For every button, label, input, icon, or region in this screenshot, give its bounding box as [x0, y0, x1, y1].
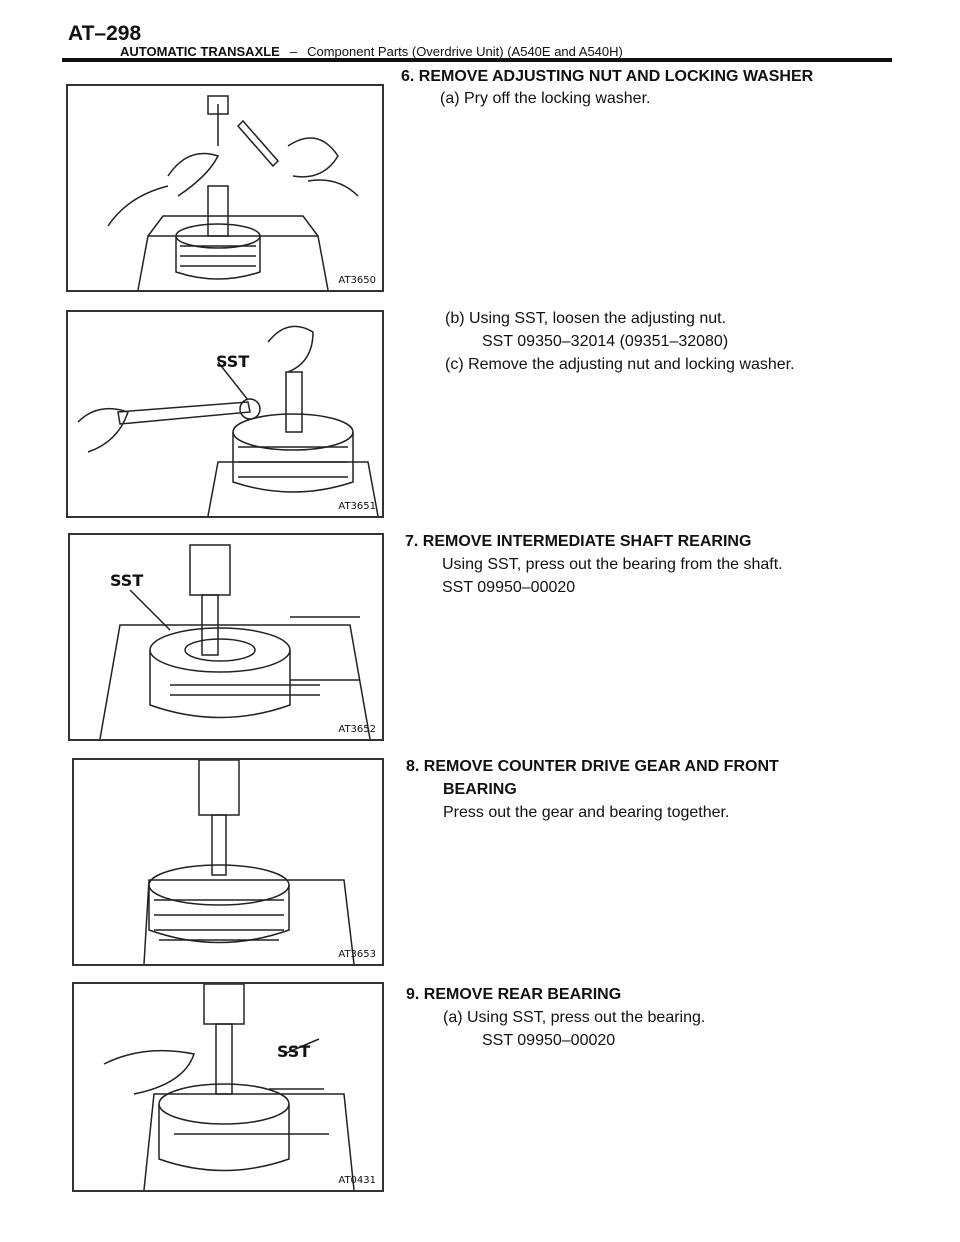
step-9a-text: (a) Using SST, press out the bearing.	[443, 1009, 706, 1026]
section-title: AUTOMATIC TRANSAXLE	[120, 44, 280, 59]
sst-label: SST	[110, 571, 144, 590]
step-6a-text: (a) Pry off the locking washer.	[440, 90, 651, 107]
step-6-heading: 6. REMOVE ADJUSTING NUT AND LOCKING WASH…	[401, 68, 814, 85]
illustration-hammer-chisel	[107, 95, 359, 290]
sst-label: SST	[216, 352, 250, 371]
section-subtitle: Component Parts (Overdrive Unit) (A540E …	[307, 44, 623, 59]
step-7-heading: 7. REMOVE INTERMEDIATE SHAFT REARING	[405, 533, 752, 550]
step-8-heading: 8. REMOVE COUNTER DRIVE GEAR AND FRONT	[406, 758, 779, 775]
illustration-wrench-sst	[77, 325, 379, 516]
figure-code: AT3653	[338, 949, 376, 960]
step-7-sst: SST 09950–00020	[442, 579, 576, 596]
step-9-heading: 9. REMOVE REAR BEARING	[406, 986, 622, 1003]
figure-code: AT0431	[338, 1175, 376, 1186]
figure-code: AT3651	[338, 501, 376, 512]
header-separator: –	[289, 44, 298, 59]
illustration-press-gear	[143, 760, 355, 964]
illustration-press-rear-bearing	[103, 984, 355, 1190]
illustration-press-sst	[99, 544, 371, 739]
step-6b-sst: SST 09350–32014 (09351–32080)	[482, 333, 729, 350]
figure-code: AT3650	[338, 275, 376, 286]
figure-press-counter-drive-gear: AT3653	[72, 758, 384, 966]
running-header: AUTOMATIC TRANSAXLE–Component Parts (Ove…	[120, 44, 623, 59]
figure-code: AT3652	[338, 724, 376, 735]
step-9a-sst: SST 09950–00020	[482, 1032, 616, 1049]
step-8-text: Press out the gear and bearing together.	[443, 804, 730, 821]
figure-loosen-adjusting-nut: SST AT3651	[66, 310, 384, 518]
step-6b-text: (b) Using SST, loosen the adjusting nut.	[445, 310, 727, 327]
figure-press-rear-bearing: SST AT0431	[72, 982, 384, 1192]
step-7-text: Using SST, press out the bearing from th…	[442, 556, 783, 573]
page-number: AT–298	[68, 22, 142, 45]
step-8-heading-cont: BEARING	[443, 781, 517, 798]
figure-pry-locking-washer: AT3650	[66, 84, 384, 292]
figure-press-intermediate-bearing: SST AT3652	[68, 533, 384, 741]
sst-label: SST	[277, 1042, 311, 1061]
step-6c-text: (c) Remove the adjusting nut and locking…	[445, 356, 795, 373]
header-rule	[62, 58, 892, 62]
